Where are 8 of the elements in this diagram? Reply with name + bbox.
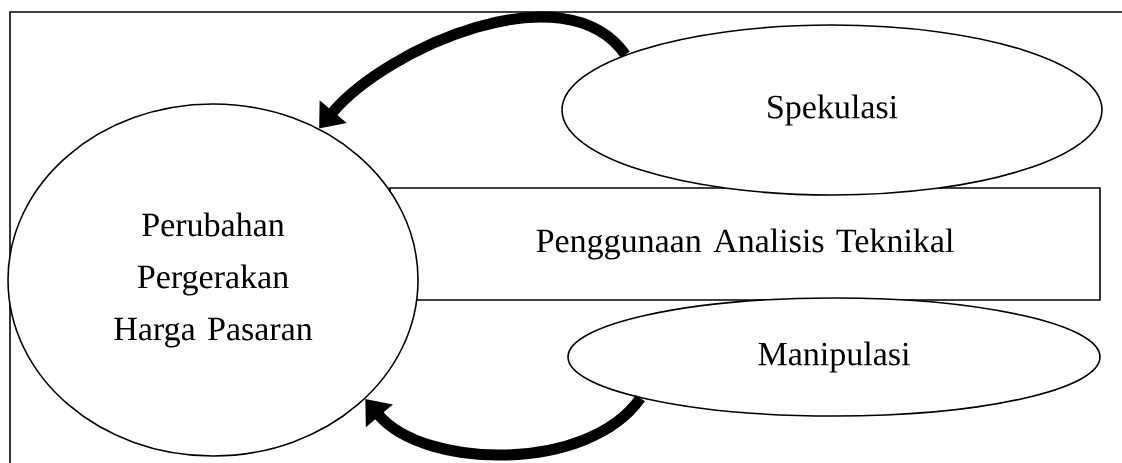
node-label: Perubahan Pergerakan Harga Pasaran <box>114 212 313 348</box>
ellipse-node: Spekulasi <box>561 24 1103 196</box>
curved-arrow <box>365 394 645 461</box>
node-label: Spekulasi <box>768 94 898 126</box>
process-box: Penggunaan Analisis Teknikal <box>389 187 1101 301</box>
ellipse-node: Manipulasi <box>567 297 1101 417</box>
node-label: Manipulasi <box>758 341 910 373</box>
ellipse-node: Perubahan Pergerakan Harga Pasaran <box>7 103 419 457</box>
